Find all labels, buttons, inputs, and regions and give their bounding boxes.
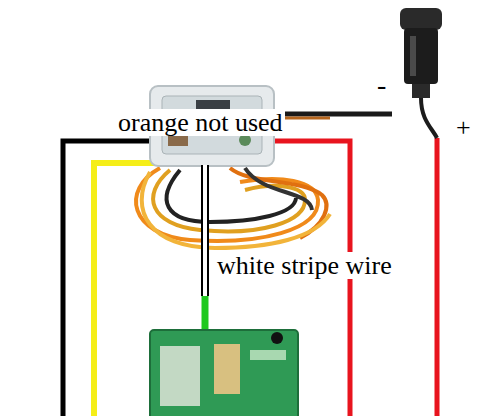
sensor-board	[150, 330, 298, 416]
lighter-plug	[400, 8, 442, 138]
polarity-mark: +	[456, 114, 471, 141]
white-stripe-wire	[205, 165, 206, 334]
polarity-mark: -	[377, 70, 386, 99]
wire-note: white stripe wire	[215, 252, 394, 279]
red-wire	[435, 138, 440, 416]
wire-note: orange not used	[116, 109, 285, 136]
wire-bundle	[136, 168, 330, 248]
